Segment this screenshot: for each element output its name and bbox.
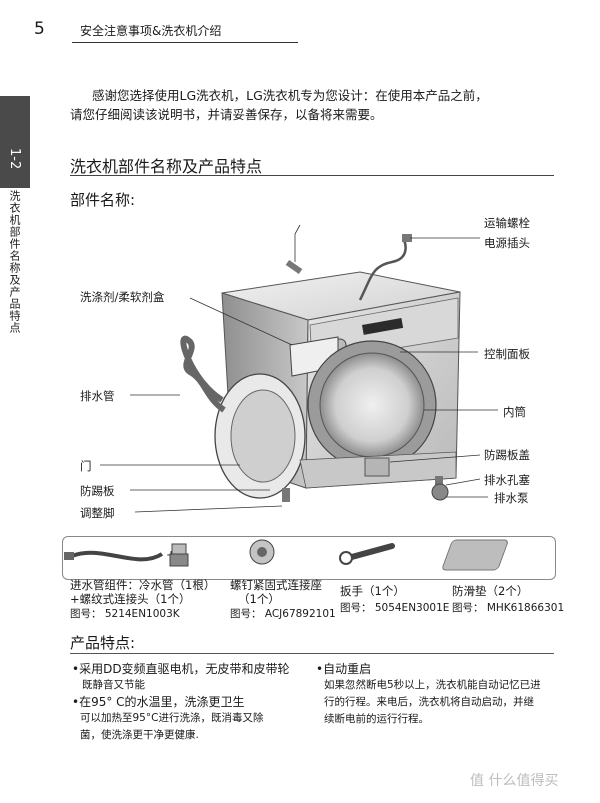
adjustable-foot [435, 476, 443, 488]
section-title: 洗衣机部件名称及产品特点 [70, 157, 263, 176]
accessory-1: 进水管组件：冷水管（1根） +螺纹式连接头（1个） 图号： 5214EN1003… [70, 578, 215, 621]
features-rule [70, 653, 554, 654]
page-number: 5 [34, 19, 45, 39]
feature-3-desc-2: 行的行程。来电后，洗衣机将自动启动，并继 [324, 696, 534, 708]
feature-2-head: 在95° C的水温里，洗涤更卫生 [79, 695, 245, 709]
accessory-3-part-no: 图号： 5054EN3001E [340, 602, 450, 614]
section-rule [70, 175, 554, 176]
accessory-1-name-1: 进水管组件：冷水管（1根） [70, 578, 216, 592]
door-glass [230, 389, 296, 483]
label-detergent-box: 洗涤剂/柔软剂盒 [80, 290, 165, 304]
header-title: 安全注意事项&洗衣机介绍 [80, 24, 222, 38]
feature-3-head: 自动重启 [323, 662, 372, 676]
bullet-icon: • [72, 662, 80, 676]
accessory-1-name-2: +螺纹式连接头（1个） [70, 592, 191, 606]
drum [319, 352, 425, 458]
inlet-hose-icon [71, 550, 164, 562]
panel-display [362, 318, 404, 335]
drain-cap [431, 483, 449, 501]
threaded-connector-icon [171, 543, 187, 555]
spanner-icon [339, 543, 395, 565]
feature-2-desc-1: 可以加热至95°C进行洗涤，既消毒又除 [80, 712, 264, 724]
feature-1-desc-1: 既静音又节能 [82, 679, 145, 691]
label-transport-bolt: 运输螺栓 [484, 216, 530, 230]
accessory-1-part-no: 图号： 5214EN1003K [70, 608, 180, 620]
label-drain-cap: 排水孔塞 [484, 473, 530, 487]
label-power-plug: 电源插头 [484, 236, 530, 250]
label-kick-plate: 防踢板 [80, 484, 115, 498]
hose-connector-icon [64, 552, 74, 560]
label-adjustable-feet: 调整脚 [80, 506, 115, 520]
power-cord [358, 239, 407, 301]
bullet-icon: • [316, 662, 324, 676]
label-drum: 内筒 [503, 405, 526, 419]
intro-line-2: 请您仔细阅读该说明书，并请妥善保存，以备将来需要。 [70, 107, 383, 122]
side-tab [0, 96, 30, 188]
intro-line-1: 感谢您选择使用LG洗衣机，LG洗衣机专为您设计：在使用本产品之前， [92, 88, 488, 103]
feature-3: •自动重启 如果忽然断电5秒以上，洗衣机能自动记忆已进 行的行程。来电后，洗衣机… [316, 660, 566, 728]
feature-1: •采用DD变频直驱电机，无皮带和皮带轮 既静音又节能 [72, 660, 312, 694]
accessory-2-part-no: 图号： ACJ67892101 [230, 608, 336, 620]
feature-2-desc-2: 菌，使洗涤更干净更健康. [80, 729, 199, 741]
intro-paragraph: 感谢您选择使用LG洗衣机，LG洗衣机专为您设计：在使用本产品之前， 请您仔细阅读… [70, 86, 570, 124]
accessories-icons: + [64, 539, 508, 571]
accessory-3: 扳手（1个） 图号： 5054EN3001E [340, 584, 449, 615]
side-tab-label: 洗衣机部件名称及产品特点 [8, 190, 21, 334]
accessory-3-name-1: 扳手（1个） [340, 584, 405, 598]
parts-title: 部件名称: [70, 191, 136, 209]
feature-2: •在95° C的水温里，洗涤更卫生 可以加热至95°C进行洗涤，既消毒又除 菌，… [72, 693, 312, 744]
header-rule [72, 42, 298, 43]
adjustable-foot [282, 488, 290, 502]
kick-plate-cover [364, 457, 390, 477]
feature-1-head: 采用DD变频直驱电机，无皮带和皮带轮 [79, 662, 290, 676]
accessory-2: 螺钉紧固式连接座 （1个） 图号： ACJ67892101 [230, 578, 336, 621]
drain-hose [180, 335, 226, 413]
washing-machine-illustration [100, 224, 498, 513]
accessory-2-name-1: 螺钉紧固式连接座 [230, 578, 322, 592]
accessory-2-name-2: （1个） [238, 592, 280, 606]
accessory-4-name-1: 防滑垫（2个） [452, 584, 529, 598]
feature-3-desc-3: 续断电前的运行行程。 [324, 713, 429, 725]
accessory-4: 防滑垫（2个） 图号： MHK61866301 [452, 584, 564, 615]
label-control-panel: 控制面板 [484, 347, 530, 361]
feature-3-desc-1: 如果忽然断电5秒以上，洗衣机能自动记忆已进 [324, 679, 541, 691]
side-tab-number: 1-2 [7, 148, 22, 170]
label-drain-pump: 排水泵 [494, 491, 529, 505]
watermark: 值 什么值得买 [470, 773, 559, 789]
anti-slip-pad-icon [442, 539, 508, 571]
power-plug [402, 234, 412, 242]
accessory-4-part-no: 图号： MHK61866301 [452, 602, 565, 614]
transport-bolt [285, 259, 303, 275]
bullet-icon: • [72, 695, 80, 709]
label-door: 门 [80, 459, 92, 473]
label-kick-plate-cover: 防踢板盖 [484, 448, 530, 462]
label-drain-hose: 排水管 [80, 389, 115, 403]
features-title: 产品特点: [70, 634, 136, 652]
